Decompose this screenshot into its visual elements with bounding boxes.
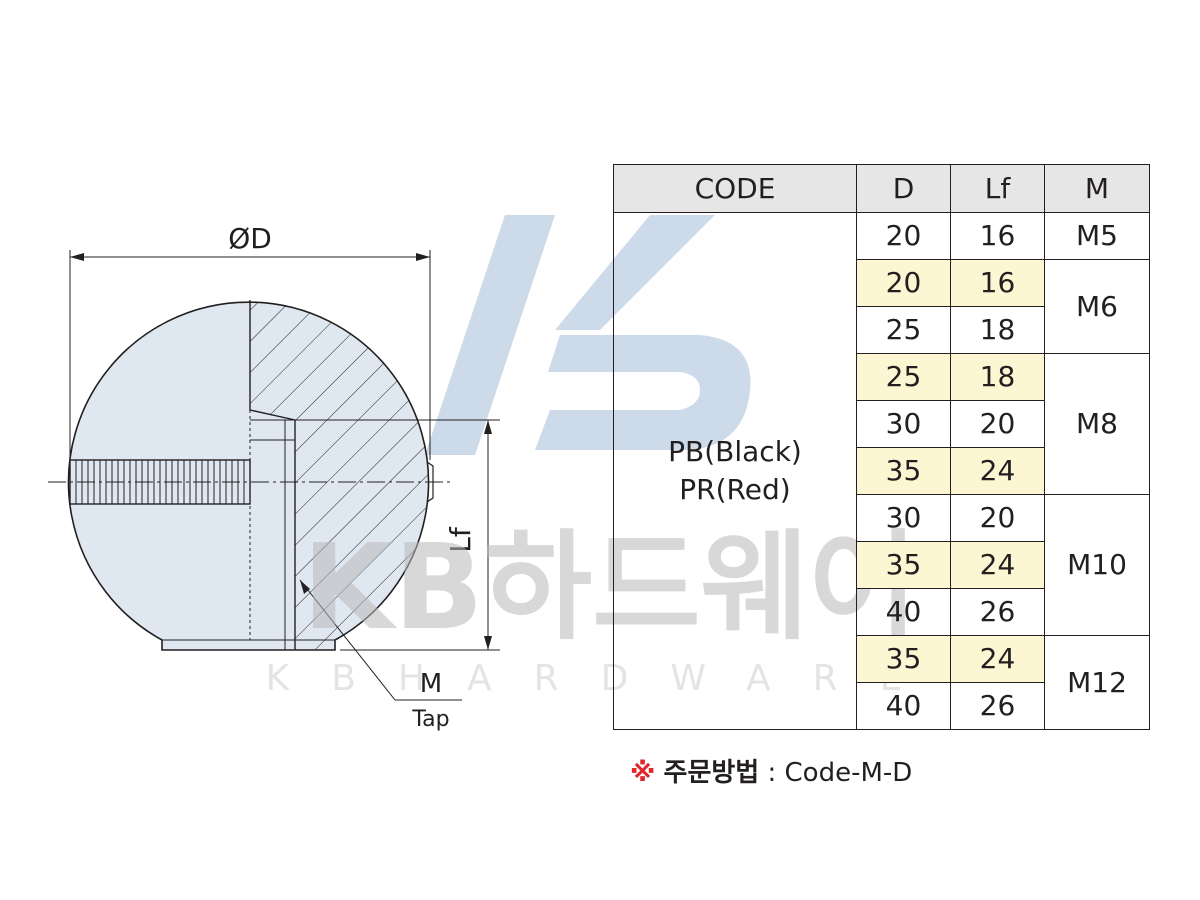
table-row: 35 24	[614, 541, 1150, 589]
cell-m: M12	[1044, 635, 1150, 730]
cell-d: 40	[856, 682, 951, 730]
cell-lf: 16	[950, 259, 1045, 307]
cell-d: 20	[856, 212, 951, 260]
header-m: M	[1044, 164, 1150, 213]
table-header-row: CODE D Lf M	[613, 164, 1150, 213]
table-row: 35 24 M12	[614, 635, 1150, 730]
cell-m: M10	[1044, 494, 1150, 636]
diameter-label: ØD	[228, 222, 272, 255]
cell-d: 25	[856, 306, 951, 354]
cell-lf: 18	[950, 306, 1045, 354]
note-label: 주문방법	[663, 758, 760, 788]
order-note: ※ 주문방법 : Code-M-D	[630, 752, 912, 789]
cell-lf: 16	[950, 212, 1045, 260]
table-row: PB(Black) PR(Red) 20 16 M5	[613, 212, 1150, 730]
length-label: Lf	[444, 526, 477, 553]
tap-label: Tap	[411, 707, 449, 732]
code-cell: PB(Black) PR(Red)	[613, 212, 857, 730]
cell-lf: 26	[950, 682, 1045, 730]
header-lf: Lf	[950, 164, 1045, 213]
cell-m: M6	[1044, 259, 1150, 354]
header-code: CODE	[613, 164, 857, 213]
thread-leader: M Tap	[299, 579, 462, 732]
table-row: 40 26	[614, 682, 1150, 730]
table-row: 25 18 M8	[614, 353, 1150, 495]
cell-m: M8	[1044, 353, 1150, 495]
cell-lf: 20	[950, 494, 1045, 542]
note-value: Code-M-D	[784, 758, 913, 788]
cell-d: 30	[856, 400, 951, 448]
cell-d: 35	[856, 635, 951, 683]
table-row: 40 26	[614, 588, 1150, 636]
cell-d: 35	[856, 541, 951, 589]
cell-d: 25	[856, 353, 951, 401]
code-black: PB(Black)	[668, 435, 802, 468]
cell-d: 20	[856, 259, 951, 307]
note-mark: ※	[630, 758, 656, 788]
cell-lf: 18	[950, 353, 1045, 401]
cell-lf: 24	[950, 635, 1045, 683]
table-row: 20 16 M6	[614, 259, 1150, 354]
diameter-dimension: ØD	[69, 222, 431, 460]
table-row: 30 20 M10	[614, 494, 1150, 636]
table-row: 30 20	[614, 400, 1150, 448]
note-separator: :	[767, 758, 777, 788]
table-row: 25 18	[614, 306, 1150, 354]
cell-d: 30	[856, 494, 951, 542]
header-d: D	[856, 164, 951, 213]
code-red: PR(Red)	[679, 473, 791, 506]
length-dimension: Lf	[290, 419, 500, 651]
cell-lf: 24	[950, 447, 1045, 495]
spec-table: CODE D Lf M PB(Black) PR(Red) 20 16 M5 2…	[613, 164, 1150, 730]
thread-label: M	[420, 669, 442, 699]
cell-m: M5	[1044, 212, 1150, 260]
cell-lf: 24	[950, 541, 1045, 589]
cell-d: 40	[856, 588, 951, 636]
cell-d: 35	[856, 447, 951, 495]
cell-lf: 26	[950, 588, 1045, 636]
cell-lf: 20	[950, 400, 1045, 448]
